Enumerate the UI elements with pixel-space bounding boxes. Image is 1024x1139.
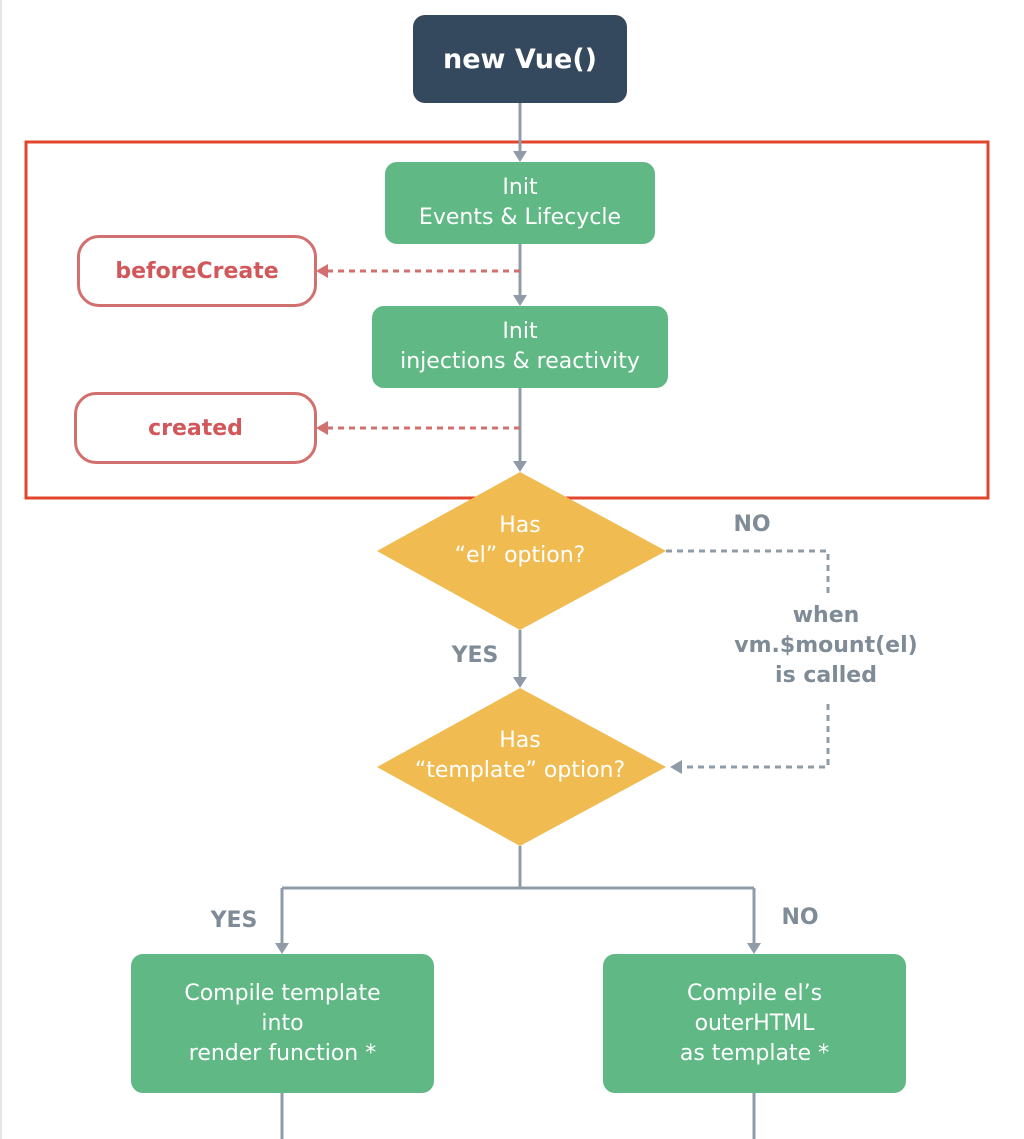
arrowhead-compile-template [275, 943, 289, 954]
arrowhead-before-create [316, 264, 328, 278]
compile-template-node: Compile template into render function * [131, 954, 434, 1093]
dashed-route-has-el-no-top [666, 549, 830, 598]
init-events-lifecycle-node: Init Events & Lifecycle [385, 162, 655, 244]
arrowhead-mount-to-template [670, 760, 682, 774]
arrowhead-has-template [513, 677, 527, 688]
arrowhead-has-el [513, 461, 527, 472]
label-when-mount-called: when vm.$mount(el) is called [734, 603, 918, 688]
init-injections-reactivity-node: Init injections & reactivity [372, 306, 668, 388]
decision-has-template-label: Has “template” option? [414, 728, 626, 783]
compile-el-outerhtml-node: Compile el’s outerHTML as template * [603, 954, 906, 1093]
dashed-route-has-el-no-bottom [682, 704, 830, 769]
arrowhead-injections [513, 295, 527, 306]
created-hook: created [74, 392, 317, 464]
label-no-template: NO [781, 905, 819, 930]
label-yes-el: YES [451, 643, 499, 668]
decision-has-template-shape [377, 688, 666, 846]
decision-has-el-shape [377, 472, 666, 630]
label-no-el: NO [733, 512, 771, 537]
before-create-hook: beforeCreate [77, 235, 317, 307]
arrowhead-init-events [513, 151, 527, 162]
arrowhead-created [316, 421, 328, 435]
decision-has-el-label: Has “el” option? [454, 513, 586, 568]
start-node-new-vue: new Vue() [413, 15, 627, 103]
label-yes-template: YES [210, 908, 258, 933]
arrowhead-compile-el [747, 943, 761, 954]
